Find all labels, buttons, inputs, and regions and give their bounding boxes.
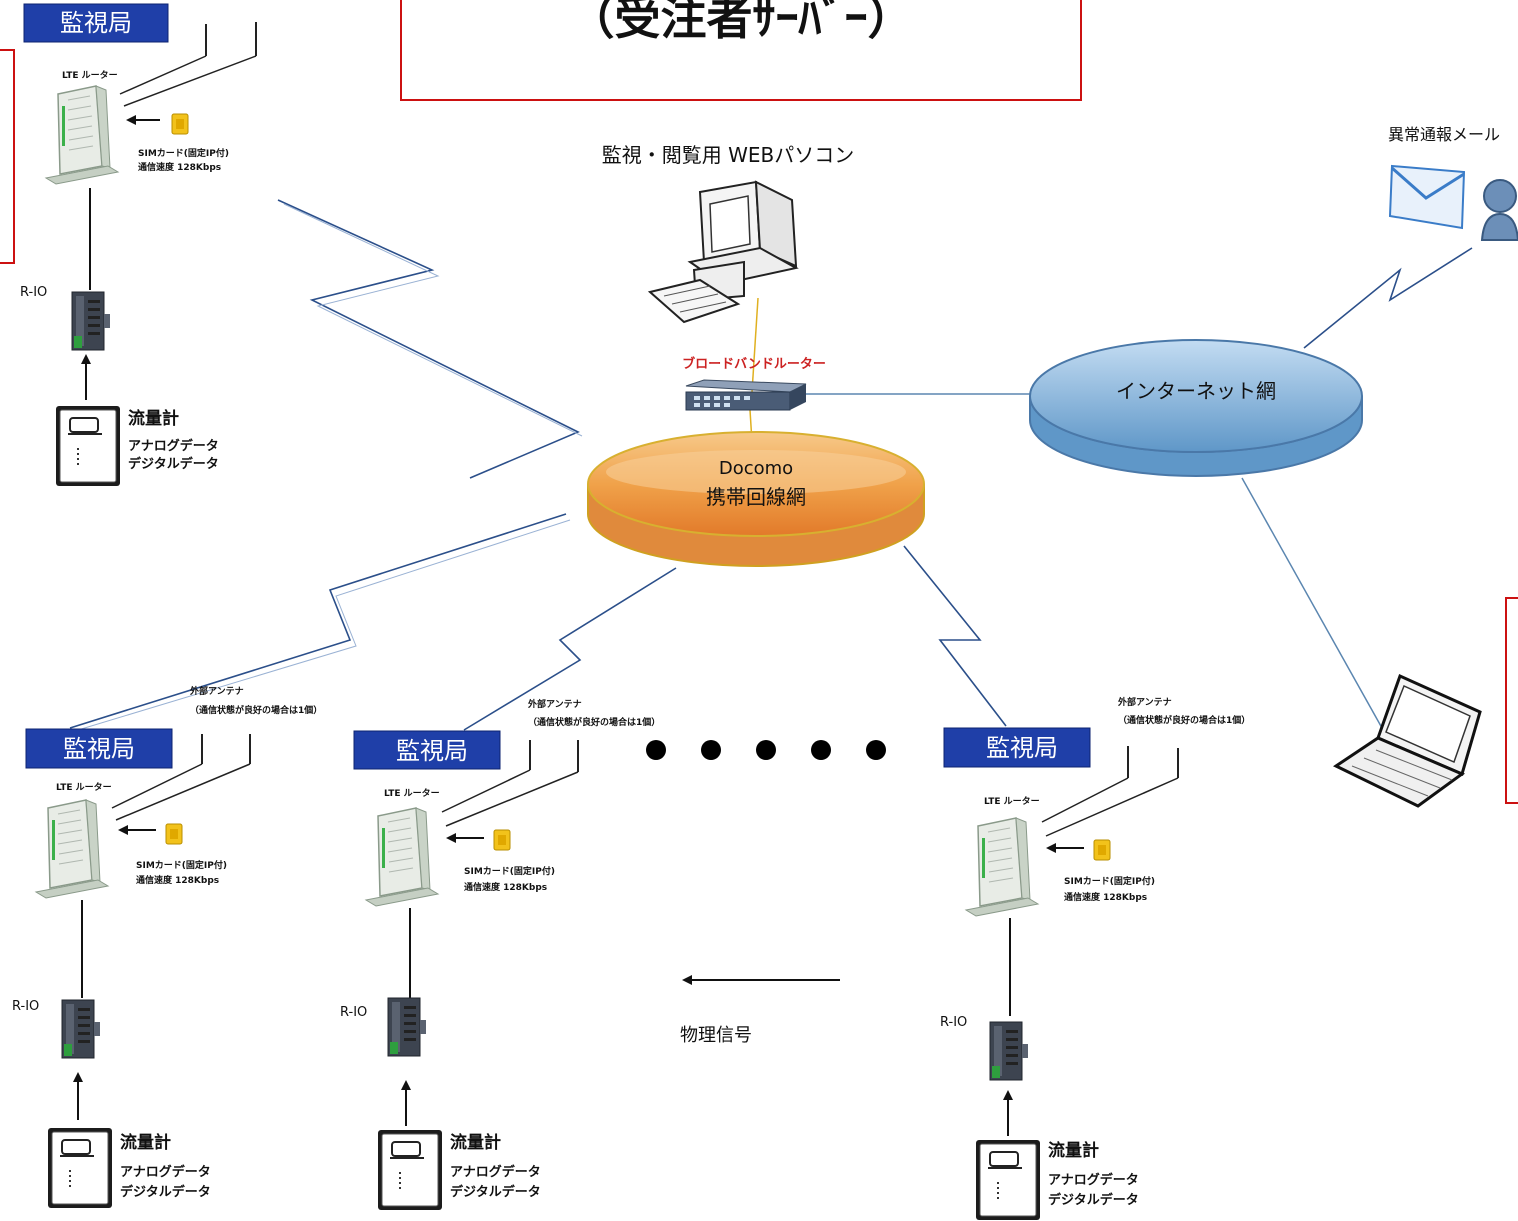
wireless-link-top-left: [277, 199, 580, 479]
left-red-frame: [0, 49, 15, 264]
antenna-label: 外部アンテナ: [1117, 696, 1172, 708]
meter-label: 流量計: [128, 408, 179, 429]
pc-label: 監視・閲覧用 WEBパソコン: [602, 143, 855, 167]
rio-device-icon: [61, 999, 101, 1059]
station-label-box: [943, 727, 1091, 768]
sim-label: SIMカード(固定IP付): [464, 865, 555, 877]
meter-label: 流量計: [450, 1132, 501, 1153]
internet-label: インターネット網: [1116, 379, 1276, 403]
digital-label: デジタルデータ: [450, 1184, 541, 1200]
antenna-note: （通信状態が良好の場合は1個）: [190, 704, 322, 716]
antenna-icon: [119, 22, 257, 107]
digital-label: デジタルデータ: [120, 1184, 211, 1200]
analog-label: アナログデータ: [450, 1164, 541, 1180]
antenna-icon: [441, 740, 579, 827]
flow-meter-icon: [55, 405, 121, 487]
more-stations-ellipsis: [646, 740, 886, 760]
analog-label: アナログデータ: [120, 1164, 211, 1180]
router-label: LTE ルーター: [384, 787, 440, 799]
station-2: 外部アンテナ （通信状態が良好の場合は1個） 監視局 LTE ルーター SIMカ…: [340, 698, 660, 1211]
antenna-icon: [111, 734, 251, 821]
server-box-title: （受注者ｻｰﾊﾞｰ）: [569, 0, 914, 45]
speed-label: 通信速度 128Kbps: [1064, 891, 1147, 903]
antenna-icon: [1041, 746, 1179, 837]
speed-label: 通信速度 128Kbps: [464, 881, 547, 893]
meter-label: 流量計: [1048, 1140, 1099, 1161]
wireless-link-st2: [463, 567, 677, 731]
rio-device-icon: [989, 1021, 1029, 1081]
pc-to-router-line: [751, 297, 759, 393]
antenna-label: 外部アンテナ: [189, 685, 244, 697]
internet-to-laptop-line: [1241, 477, 1383, 729]
rio-device-icon: [71, 291, 111, 351]
broadband-router-label: ブロードバンドルーター: [682, 356, 826, 372]
flow-meter-icon: [47, 1127, 113, 1209]
antenna-note: （通信状態が良好の場合は1個）: [528, 716, 660, 728]
rio-label: R-IO: [340, 1005, 367, 1020]
speed-label: 通信速度 128Kbps: [136, 874, 219, 886]
antenna-note: （通信状態が良好の場合は1個）: [1118, 714, 1250, 726]
wireless-link-mail: [1303, 247, 1473, 349]
wireless-link-st3: [903, 545, 1007, 727]
wireless-link-top-left-shadow: [283, 203, 583, 437]
rio-device-icon: [387, 997, 427, 1057]
antenna-label: 外部アンテナ: [527, 698, 582, 710]
broadband-router-icon: [685, 379, 807, 411]
physical-signal-label: 物理信号: [680, 1025, 752, 1046]
analog-label: アナログデータ: [1048, 1172, 1139, 1188]
meter-label: 流量計: [120, 1132, 171, 1153]
internet-network-disc: [1029, 339, 1363, 477]
alert-mail-label: 異常通報メール: [1388, 125, 1500, 144]
server-box: [400, 0, 1082, 101]
rio-label: R-IO: [940, 1015, 967, 1030]
station-label-box: [353, 730, 501, 770]
lte-router-icon: [365, 807, 439, 907]
router-label: LTE ルーター: [56, 781, 112, 793]
station-label-box: [25, 728, 173, 769]
monitoring-pc-icon: [647, 180, 799, 324]
station-label-box: [23, 3, 169, 43]
sim-card-icon: [1093, 839, 1111, 861]
rio-label: R-IO: [12, 999, 39, 1014]
laptop-icon: [1332, 673, 1482, 808]
carrier-name: Docomo: [719, 458, 793, 479]
flow-meter-icon: [377, 1129, 443, 1211]
router-label: LTE ルーター: [984, 795, 1040, 807]
analog-label: アナログデータ: [128, 438, 219, 454]
station-1: 外部アンテナ （通信状態が良好の場合は1個） 監視局 LTE ルーター SIMカ…: [12, 685, 322, 1209]
wireless-link-st1-shadow: [77, 519, 571, 731]
station-label: 監視局: [986, 734, 1058, 762]
sim-label: SIMカード(固定IP付): [138, 147, 229, 159]
sim-card-icon: [493, 829, 511, 851]
station-3: 外部アンテナ （通信状態が良好の場合は1個） 監視局 LTE ルーター SIMカ…: [940, 696, 1250, 1221]
lte-router-icon: [35, 799, 109, 899]
lte-router-icon: [965, 817, 1039, 917]
station-label: 監視局: [63, 735, 135, 763]
flow-meter-icon: [975, 1139, 1041, 1221]
wireless-link-st1: [69, 513, 567, 729]
mail-envelope-icon: [1388, 164, 1466, 230]
lte-router-icon: [45, 85, 119, 185]
rio-label: R-IO: [20, 285, 47, 300]
station-label: 監視局: [396, 737, 468, 765]
digital-label: デジタルデータ: [128, 456, 219, 472]
right-red-frame: [1505, 597, 1518, 804]
router-label: LTE ルーター: [62, 69, 118, 81]
sim-card-icon: [165, 823, 183, 845]
sim-label: SIMカード(固定IP付): [136, 859, 227, 871]
carrier-network-label: 携帯回線網: [706, 485, 806, 509]
speed-label: 通信速度 128Kbps: [138, 161, 221, 173]
sim-card-icon: [171, 113, 189, 135]
carrier-network-disc: [587, 431, 925, 567]
digital-label: デジタルデータ: [1048, 1192, 1139, 1208]
station-label: 監視局: [60, 9, 132, 37]
user-icon: [1480, 179, 1518, 241]
sim-label: SIMカード(固定IP付): [1064, 875, 1155, 887]
station-top-left: 監視局 LTE ルーター SIMカード(固定IP付) 通信速度 128Kbps …: [20, 3, 257, 487]
